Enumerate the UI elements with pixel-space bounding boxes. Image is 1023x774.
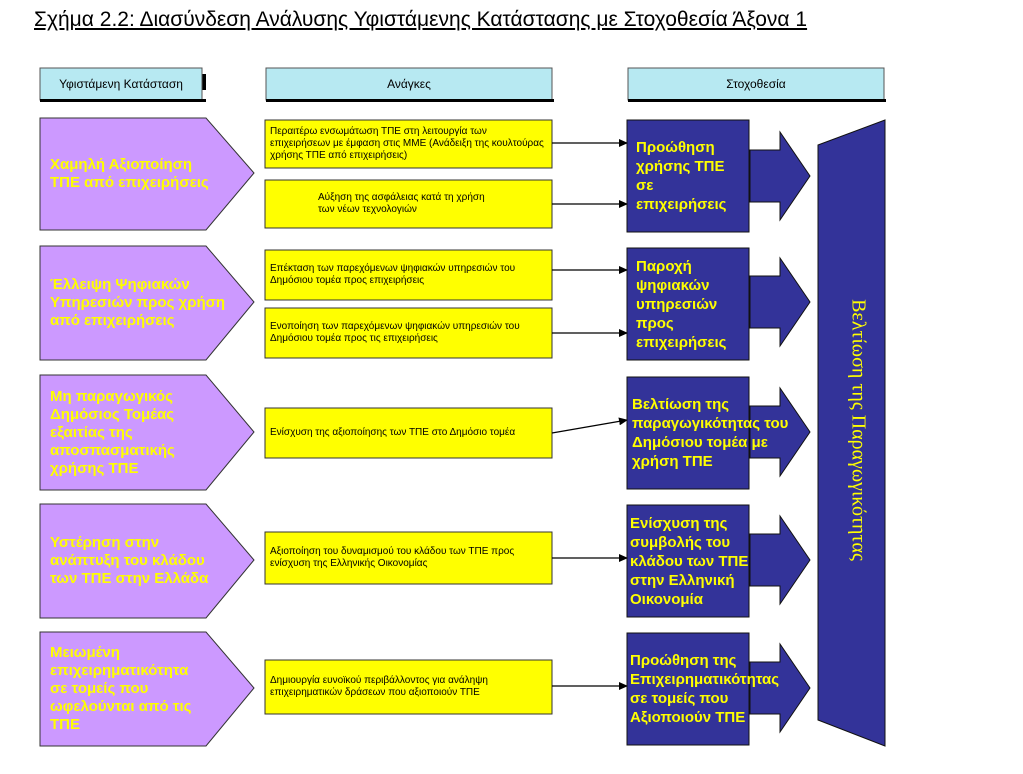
situation-arrow-1 xyxy=(39,117,255,231)
situation-text-3: Μη παραγωγικός Δημόσιος Τομέας εξαιτίας … xyxy=(50,387,175,477)
situation-arrow-3 xyxy=(39,374,255,491)
situation-arrow-4 xyxy=(39,503,255,619)
need-text-5: Ενίσχυση της αξιοποίησης των ΤΠΕ στο Δημ… xyxy=(270,427,516,438)
need-box-4 xyxy=(264,307,553,359)
situation-arrow-5 xyxy=(39,631,255,747)
situation-text-4: Υστέρηση στην ανάπτυξη του κλάδου των ΤΠ… xyxy=(50,534,209,587)
target-shape-3 xyxy=(626,376,811,490)
target-text-4: Ενίσχυση της συμβολής του κλάδου των ΤΠΕ… xyxy=(630,514,749,608)
target-text-3: Βελτίωση της παραγωγικότητας του Δημόσιο… xyxy=(632,396,789,470)
situation-text-5: Μειωμένη επιχειρηματικότητα σε τομείς πο… xyxy=(50,644,192,733)
need-box-2 xyxy=(264,179,553,229)
need-text-7: Δημιουργία ευνοϊκού περιβάλλοντος για αν… xyxy=(270,675,488,698)
need-box-3 xyxy=(264,249,553,301)
need-box-5 xyxy=(264,407,553,459)
need-text-2: Αύξηση της ασφάλειας κατά τη χρήση των ν… xyxy=(318,192,485,215)
goal-label: Βελτίωση της Παραγωγικότητας xyxy=(847,299,870,561)
situation-text-1: Χαμηλή Αξιοποίηση ΤΠΕ από επιχειρήσεις xyxy=(50,156,209,191)
header-current-shape xyxy=(39,67,206,102)
need-text-6: Αξιοποίηση του δυναμισμού του κλάδου των… xyxy=(270,546,515,569)
situation-text-2: Έλλειψη Ψηφιακών Υπηρεσιών προς χρήση απ… xyxy=(50,276,226,329)
figure-title: Σχήμα 2.2: Διασύνδεση Ανάλυσης Υφιστάμεν… xyxy=(34,8,808,31)
need-text-1: Περαιτέρω ενσωμάτωση ΤΠΕ στη λειτουργία … xyxy=(270,126,544,161)
target-text-1: Προώθηση χρήσης ΤΠΕ σε επιχειρήσεις xyxy=(636,139,727,213)
situation-arrow-2 xyxy=(39,245,255,361)
header-current: Υφιστάμενη Κατάσταση xyxy=(59,77,183,91)
header-targets-shape xyxy=(627,67,886,102)
target-text-5: Προώθηση της Επιχειρηματικότητας σε τομε… xyxy=(630,652,780,726)
connector-5 xyxy=(551,417,628,434)
header-needs: Ανάγκες xyxy=(387,77,431,91)
target-shape-4 xyxy=(626,504,811,618)
header-needs-shape xyxy=(265,67,554,102)
goal-arrow xyxy=(817,119,886,747)
need-box-6 xyxy=(264,531,553,585)
need-text-4: Ενοποίηση των παρεχόμενων ψηφιακών υπηρε… xyxy=(270,321,520,344)
header-targets: Στοχοθεσία xyxy=(726,77,786,91)
need-text-3: Επέκταση των παρεχόμενων ψηφιακών υπηρεσ… xyxy=(270,263,516,286)
need-box-1 xyxy=(264,119,553,169)
target-text-2: Παροχή ψηφιακών υπηρεσιών προς επιχειρήσ… xyxy=(636,257,727,351)
need-box-7 xyxy=(264,659,553,715)
target-shape-5 xyxy=(626,632,811,746)
target-shape-2 xyxy=(626,247,811,361)
target-shape-1 xyxy=(626,119,811,233)
